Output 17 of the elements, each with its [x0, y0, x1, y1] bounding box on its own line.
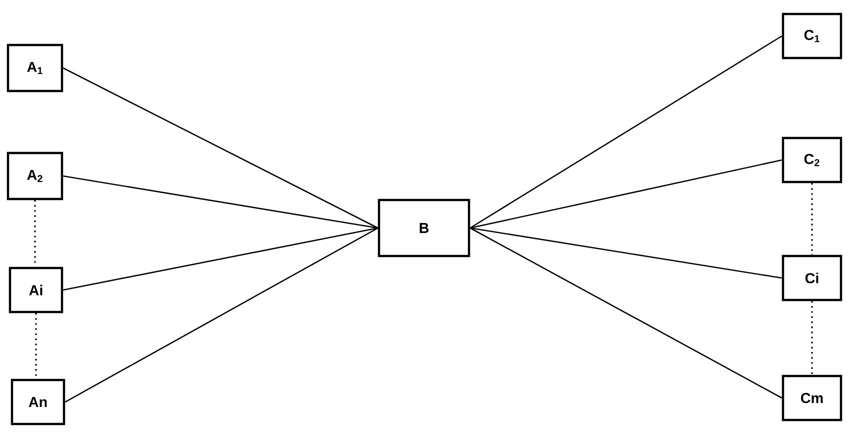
connector-line: [62, 67, 378, 229]
box: C$_{2}$: [782, 136, 842, 184]
connector-line: [470, 159, 782, 229]
connector-line: [63, 175, 378, 229]
box: A$_{2}$: [6, 152, 64, 200]
box: Ci: [782, 254, 842, 302]
connector-line: [470, 227, 782, 399]
box: Cm: [782, 374, 842, 422]
connector-line: [470, 35, 782, 229]
box: An: [10, 378, 66, 426]
box: Ai: [8, 266, 64, 314]
connector-line: [64, 227, 378, 403]
connector-line: [470, 227, 782, 279]
connector-line: [62, 227, 378, 291]
box: B: [378, 198, 470, 258]
box: A$_{1}$: [6, 44, 64, 92]
box: C$_{1}$: [782, 12, 842, 60]
